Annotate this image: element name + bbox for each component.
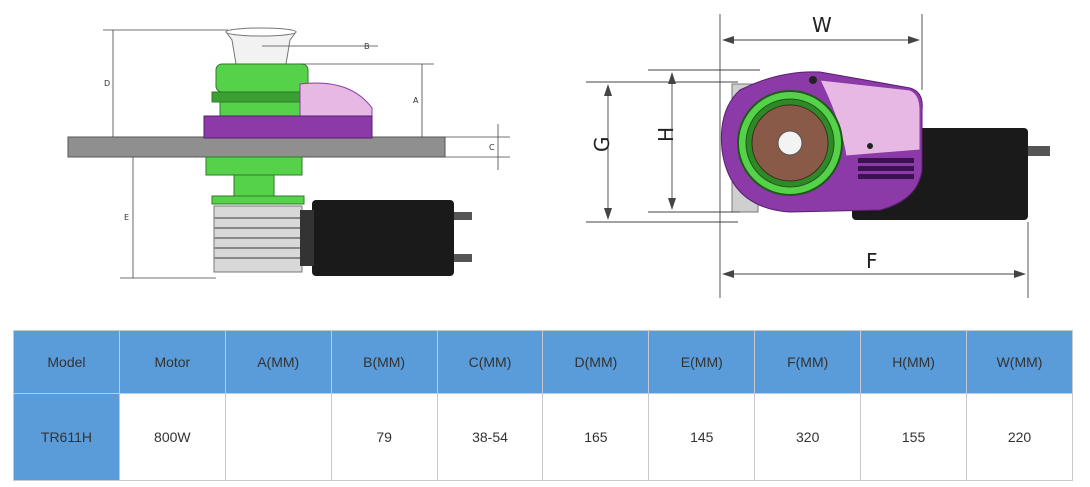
header-motor: Motor [118,330,226,394]
cell-a [224,393,332,481]
lower-column-neck [233,174,275,198]
cell-w: 220 [966,393,1073,481]
table-row: TR611H 800W 79 38-54 165 145 320 155 220 [13,393,1073,481]
dim-label-g: G [590,137,614,153]
capstan-drum [225,31,297,65]
dim-label-w: W [812,13,832,37]
motor-terminals [454,212,472,262]
gearbox-fins [214,217,302,259]
capstan-top [225,27,297,37]
cell-e: 145 [648,393,756,481]
spec-table: Model Motor A(MM) B(MM) C(MM) D(MM) E(MM… [13,330,1073,481]
top-view: W F G H [586,13,1050,298]
top-dimension-arrows [604,36,1026,278]
side-motor [312,200,454,276]
top-drum-spline [777,130,803,156]
side-dimension-lines [103,29,510,279]
chain-wheel-base [211,91,313,103]
header-model: Model [13,330,120,394]
lower-flange [211,195,305,205]
purple-housing [203,115,373,139]
header-h: H(MM) [860,330,968,394]
header-e: E(MM) [648,330,756,394]
dim-label-b: B [364,42,370,51]
header-c: C(MM) [436,330,544,394]
cell-b: 79 [330,393,438,481]
motor-coupling [300,210,314,266]
pink-cover [299,82,373,119]
top-vents [858,158,914,179]
cell-d: 165 [542,393,650,481]
windlass-diagram: D B A C E [67,13,1050,298]
header-d: D(MM) [542,330,650,394]
spec-table-header: Model Motor A(MM) B(MM) C(MM) D(MM) E(MM… [13,330,1073,394]
cell-f: 320 [754,393,862,481]
header-b: B(MM) [330,330,438,394]
dim-label-f: F [866,249,878,273]
dim-label-a: A [413,96,419,105]
top-pink-cover [819,79,921,157]
chain-wheel-lower [219,101,305,117]
dim-label-e: E [124,213,129,222]
top-dimension-lines [586,14,1029,298]
header-a: A(MM) [224,330,332,394]
side-view: D B A C E [67,27,510,279]
cell-c: 38-54 [436,393,544,481]
chain-wheel [215,63,309,93]
top-bolt [809,76,817,84]
top-bolt-2 [867,143,873,149]
header-w: W(MM) [966,330,1073,394]
top-motor-terminal [1028,146,1050,156]
cell-h: 155 [860,393,968,481]
deck-plate [67,136,446,158]
dim-label-c: C [489,143,495,152]
dim-label-d: D [104,79,110,88]
lower-column [205,156,303,176]
cell-motor: 800W [118,393,226,481]
header-f: F(MM) [754,330,862,394]
cell-model: TR611H [13,393,120,481]
dim-label-h: H [654,127,678,142]
